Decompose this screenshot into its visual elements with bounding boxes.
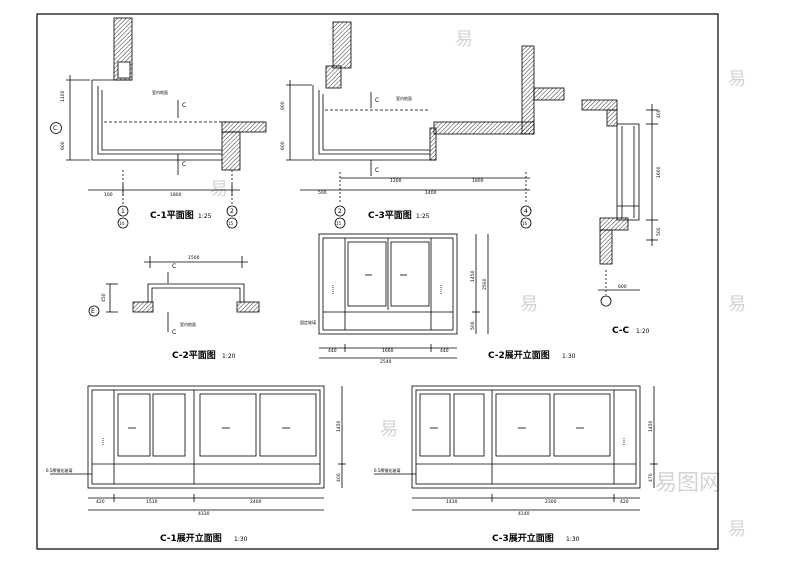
watermark-brand: 易图网	[655, 471, 721, 496]
title-c3-plan: C-3平面图	[368, 210, 412, 221]
dim: 500	[318, 190, 327, 196]
c1-plan	[50, 17, 267, 229]
dim: 1800	[472, 178, 484, 184]
c3-plan	[286, 21, 565, 229]
cc-section	[581, 99, 658, 307]
title-cc: C-C	[612, 326, 630, 336]
axis-2: 2	[230, 208, 234, 215]
dim: 100	[104, 192, 113, 198]
axis-15: 15	[336, 221, 342, 226]
axis-e: E	[91, 308, 95, 315]
watermark-glyph: 易	[728, 519, 746, 540]
scale-c1-elev: 1:30	[234, 536, 248, 543]
dim: 1100	[60, 90, 66, 102]
dim: 600	[280, 141, 286, 150]
watermark-glyph: 易	[728, 69, 746, 90]
section-mark: C	[182, 161, 186, 168]
section-mark: C	[182, 102, 186, 109]
dim: 450	[101, 293, 107, 302]
dim: 1450	[648, 420, 654, 432]
axis-15: 15	[228, 221, 234, 226]
scale-c2-plan: 1:20	[222, 353, 236, 360]
axis-2: 2	[338, 208, 342, 215]
title-c1-plan: C-1平面图	[150, 210, 194, 221]
section-mark: C	[172, 263, 176, 270]
sheet-border	[36, 13, 719, 550]
dim: 470	[648, 473, 654, 482]
c3-elevation	[374, 385, 658, 511]
watermark-glyph: 易	[520, 294, 538, 315]
dim: 600	[618, 284, 627, 290]
dim: 4140	[518, 511, 530, 517]
dim: 2500	[482, 278, 488, 290]
dim: 1430	[446, 499, 458, 505]
c2-plan	[88, 256, 260, 332]
section-mark: C	[172, 329, 176, 336]
c2-elevation	[318, 233, 489, 359]
dim: 4330	[198, 511, 210, 517]
scale-c3-plan: 1:25	[416, 213, 430, 220]
title-c1-elev: C-1展开立面图	[160, 532, 222, 544]
dim: 440	[328, 348, 337, 354]
dim: 1500	[188, 255, 200, 261]
section-mark: C	[375, 167, 379, 174]
indoor-note: 室内地面	[396, 95, 412, 101]
watermark-glyph: 易	[728, 294, 746, 315]
dim: 1200	[390, 178, 402, 184]
c1-elevation	[50, 385, 346, 511]
dim: 420	[620, 499, 629, 505]
title-c3-elev: C-3展开立面图	[492, 532, 554, 544]
dim: 1510	[146, 499, 158, 505]
dim: 440	[440, 348, 449, 354]
dim: 2400	[250, 499, 262, 505]
dim: 420	[96, 499, 105, 505]
fixed-glass-note: 固定玻璃	[300, 319, 316, 325]
dim: 1450	[336, 420, 342, 432]
axis-16: 16	[522, 221, 528, 226]
watermark-glyph: 易	[455, 29, 473, 50]
indoor-note: 室内地面	[152, 89, 168, 95]
title-c2-elev: C-2展开立面图	[488, 349, 550, 361]
dim: 1800	[170, 192, 182, 198]
dim: 400	[656, 109, 662, 118]
section-mark: C	[375, 97, 379, 104]
dim: 1400	[425, 190, 437, 196]
dim: 2540	[380, 359, 392, 365]
axis-c: C	[53, 125, 57, 132]
title-c2-plan: C-2平面图	[172, 350, 216, 361]
scale-cc: 1:20	[636, 328, 650, 335]
glass-note: 6.5厚钢化玻璃	[374, 467, 400, 473]
scale-c3-elev: 1:30	[566, 536, 580, 543]
dim: 600	[60, 141, 66, 150]
dim: 1660	[382, 348, 394, 354]
dim: 500	[470, 321, 476, 330]
axis-14: 14	[119, 221, 125, 226]
dim: 1600	[656, 166, 662, 178]
indoor-note: 室内地面	[180, 321, 196, 327]
glass-note: 6.5厚钢化玻璃	[46, 467, 72, 473]
axis-1: 1	[121, 208, 125, 215]
scale-c2-elev: 1:30	[562, 353, 576, 360]
dim: 1450	[470, 270, 476, 282]
dim: 400	[336, 473, 342, 482]
axis-4: 4	[524, 208, 528, 215]
scale-c1-plan: 1:25	[198, 213, 212, 220]
dim: 2300	[545, 499, 557, 505]
watermark-glyph: 易	[210, 179, 228, 200]
watermark-glyph: 易	[380, 419, 398, 440]
watermark-layer: 易 易 易 易 易 易 易 易图网	[210, 29, 746, 540]
dim: 900	[280, 101, 286, 110]
dim: 500	[656, 227, 662, 236]
